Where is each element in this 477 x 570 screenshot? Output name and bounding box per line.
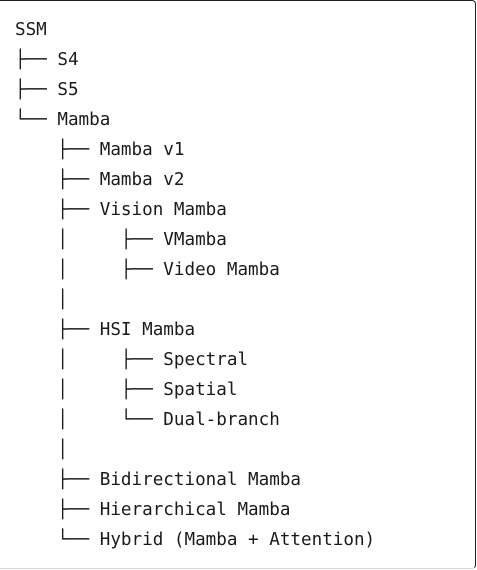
tree-line: │ └── Dual-branch <box>15 405 375 435</box>
node-label: Spectral <box>163 350 249 370</box>
tree-connector: │ ├── <box>15 380 164 400</box>
node-label: Mamba <box>57 110 111 130</box>
tree-line: ├── Mamba v2 <box>15 165 375 195</box>
tree-connector: │ <box>15 440 68 460</box>
node-label: Hybrid (Mamba + Attention) <box>99 530 376 550</box>
node-label: Mamba v1 <box>99 140 185 160</box>
tree-connector: └── <box>15 110 58 130</box>
tree-line: ├── S5 <box>15 75 375 105</box>
node-label: Bidirectional Mamba <box>99 470 302 490</box>
tree-line-root: SSM <box>15 15 375 45</box>
tree-line: ├── Mamba v1 <box>15 135 375 165</box>
node-label: Mamba v2 <box>99 170 185 190</box>
tree-connector: │ <box>15 290 68 310</box>
tree-line: │ <box>15 435 375 465</box>
node-label: Hierarchical Mamba <box>99 500 291 520</box>
tree-connector: ├── <box>15 320 100 340</box>
tree-line: │ ├── Spatial <box>15 375 375 405</box>
tree-line: ├── Vision Mamba <box>15 195 375 225</box>
tree-connector: │ ├── <box>15 350 164 370</box>
node-label: Spatial <box>163 380 238 400</box>
tree-connector: ├── <box>15 50 58 70</box>
tree-connector: ├── <box>15 470 100 490</box>
tree-line: ├── HSI Mamba <box>15 315 375 345</box>
node-label: S4 <box>57 50 79 70</box>
tree-connector: │ ├── <box>15 230 164 250</box>
tree-line: └── Mamba <box>15 105 375 135</box>
hierarchy-tree: SSM ├── S4 ├── S5 └── Mamba ├── Mamba v1… <box>15 15 375 555</box>
tree-line: │ <box>15 285 375 315</box>
tree-line: ├── S4 <box>15 45 375 75</box>
node-label: Video Mamba <box>163 260 280 280</box>
tree-line: │ ├── Video Mamba <box>15 255 375 285</box>
node-label: Dual-branch <box>163 410 280 430</box>
tree-connector: ├── <box>15 170 100 190</box>
tree-connector: ├── <box>15 140 100 160</box>
node-label: SSM <box>15 20 47 40</box>
tree-connector: ├── <box>15 500 100 520</box>
tree-line: └── Hybrid (Mamba + Attention) <box>15 525 375 555</box>
tree-line: ├── Bidirectional Mamba <box>15 465 375 495</box>
tree-connector: │ └── <box>15 410 164 430</box>
tree-connector: ├── <box>15 80 58 100</box>
tree-connector: ├── <box>15 200 100 220</box>
tree-connector: └── <box>15 530 100 550</box>
node-label: S5 <box>57 80 79 100</box>
node-label: Vision Mamba <box>99 200 227 220</box>
tree-line: │ ├── VMamba <box>15 225 375 255</box>
node-label: HSI Mamba <box>99 320 196 340</box>
tree-line: │ ├── Spectral <box>15 345 375 375</box>
tree-connector: │ ├── <box>15 260 164 280</box>
node-label: VMamba <box>163 230 227 250</box>
tree-line: ├── Hierarchical Mamba <box>15 495 375 525</box>
